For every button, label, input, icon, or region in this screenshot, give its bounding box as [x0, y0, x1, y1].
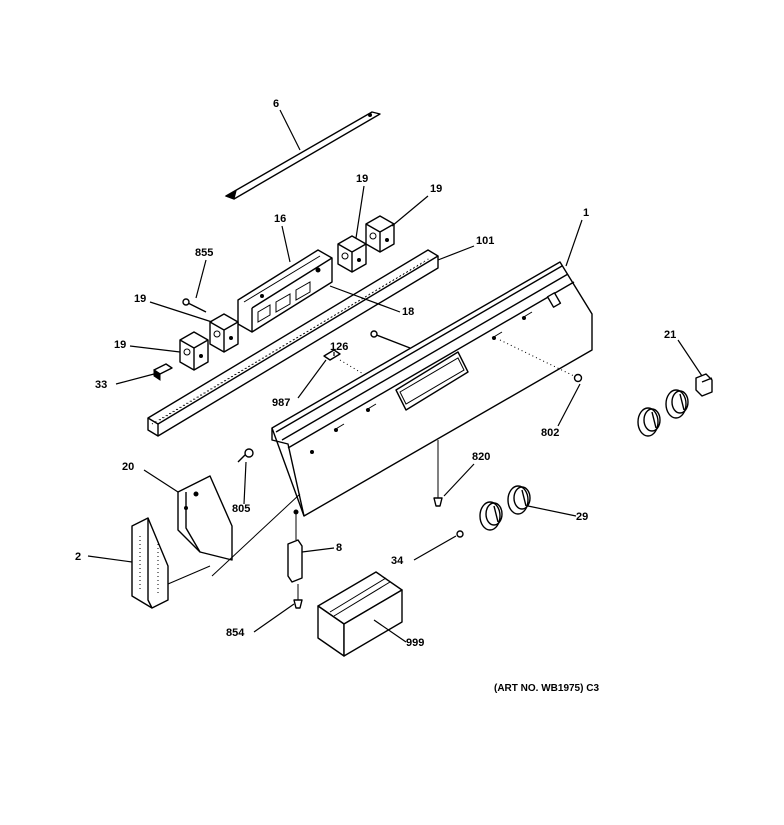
part-screw-854	[293, 584, 303, 609]
callout-855: 855	[195, 247, 213, 259]
part-clip	[153, 363, 173, 381]
callout-101: 101	[476, 235, 494, 247]
callout-987: 987	[272, 397, 290, 409]
callout-999: 999	[406, 637, 424, 649]
callout-21: 21	[664, 329, 676, 341]
callout-802: 802	[541, 427, 559, 439]
part-spring-34	[456, 530, 464, 538]
callout-18: 18	[402, 306, 414, 318]
callout-854: 854	[226, 627, 245, 639]
callout-16: 16	[274, 213, 286, 225]
callout-33: 33	[95, 379, 107, 391]
callout-19-left-2: 19	[114, 339, 126, 351]
callout-2: 2	[75, 551, 81, 563]
part-trim-strip	[224, 111, 381, 200]
part-cap-21	[695, 373, 713, 397]
part-knob-rear-1	[637, 407, 661, 437]
callout-805: 805	[232, 503, 250, 515]
part-side-bracket	[177, 475, 233, 561]
part-switch-left-1	[209, 313, 239, 353]
callout-20: 20	[122, 461, 134, 473]
callout-labels: 6 19 19 16 855 101 1 19 18 19 126 33 21 …	[75, 98, 676, 649]
part-screw-802	[499, 339, 583, 383]
callout-19-left-1: 19	[134, 293, 146, 305]
callout-1: 1	[583, 207, 589, 219]
part-screw-820	[433, 440, 443, 507]
callout-126: 126	[330, 341, 348, 353]
part-box	[317, 571, 403, 657]
part-small-bracket	[287, 509, 303, 583]
callout-8: 8	[336, 542, 342, 554]
part-switch-upper-2	[365, 215, 395, 253]
callout-820: 820	[472, 451, 490, 463]
part-knob-front-2	[507, 485, 531, 515]
part-knob-front-1	[479, 501, 503, 531]
callout-6: 6	[273, 98, 279, 110]
part-spring-clip	[323, 349, 381, 385]
callout-19-upper-1: 19	[356, 173, 368, 185]
leader-lines	[87, 109, 703, 643]
part-screw-805	[237, 448, 254, 463]
art-number: (ART NO. WB1975) C3	[494, 683, 599, 694]
part-control-panel	[271, 261, 593, 517]
part-rail-bracket	[147, 249, 439, 437]
callout-29: 29	[576, 511, 588, 523]
part-switch-upper-1	[337, 235, 367, 273]
part-switch-left-2	[179, 331, 209, 371]
callout-34: 34	[391, 555, 404, 567]
part-screw-126	[370, 330, 411, 349]
callout-19-upper-2: 19	[430, 183, 442, 195]
part-end-cap	[131, 493, 301, 609]
part-screw-855	[182, 298, 207, 313]
part-knob-rear-2	[665, 389, 689, 419]
